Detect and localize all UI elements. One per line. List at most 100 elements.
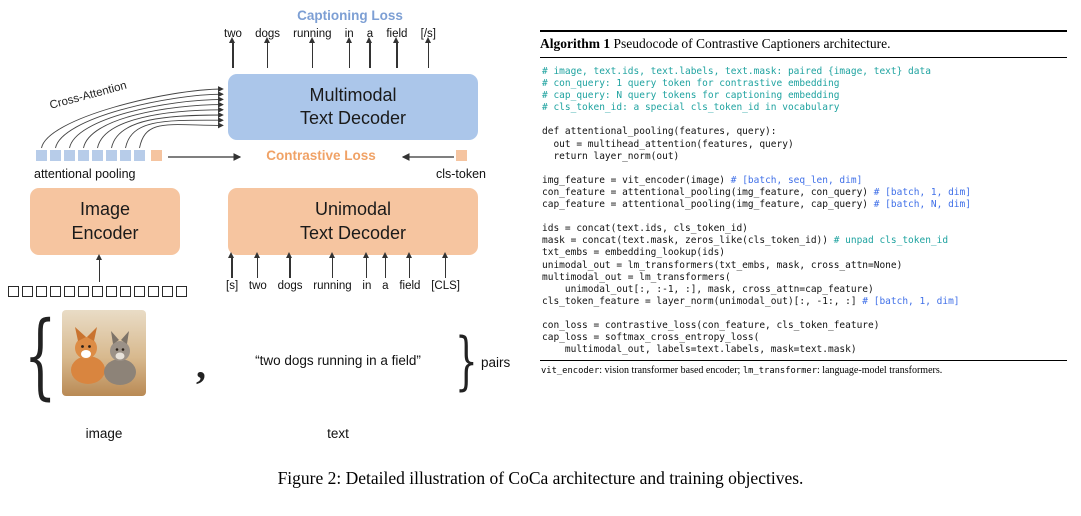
image-patch-square bbox=[36, 286, 47, 297]
code-line: out = multihead_attention(features, quer… bbox=[542, 139, 1067, 151]
up-arrow-icon bbox=[227, 252, 236, 278]
code-text: out = multihead_attention(features, quer… bbox=[542, 138, 794, 150]
box-label-line: Image bbox=[79, 199, 130, 220]
code-comment: # con_query: 1 query token for contrasti… bbox=[542, 78, 840, 90]
code-line: multimodal_out = lm_transformers( bbox=[542, 272, 1067, 284]
token-column: [CLS] bbox=[431, 252, 460, 292]
code-line: # cap_query: N query tokens for captioni… bbox=[542, 90, 1067, 102]
token-label: in bbox=[362, 280, 372, 292]
captioning-loss-label: Captioning Loss bbox=[297, 8, 403, 23]
algorithm-number: Algorithm 1 bbox=[540, 36, 611, 51]
code-text: con_loss = contrastive_loss(con_feature,… bbox=[542, 319, 880, 331]
box-label-line: Text Decoder bbox=[299, 108, 407, 128]
algorithm-box: Algorithm 1 Pseudocode of Contrastive Ca… bbox=[540, 30, 1067, 376]
image-encoder-label: Image Encoder bbox=[71, 198, 138, 244]
image-patch-square bbox=[134, 286, 145, 297]
token-label: in bbox=[344, 28, 354, 40]
token-column: [/s] bbox=[421, 28, 436, 68]
contrastive-loss-label: Contrastive Loss bbox=[266, 148, 376, 163]
code-text: return layer_norm(out) bbox=[542, 150, 680, 162]
up-arrow-icon bbox=[228, 37, 236, 68]
up-arrow-icon bbox=[441, 252, 449, 278]
image-patch-square bbox=[50, 286, 61, 297]
code-line: txt_embs = embedding_lookup(ids) bbox=[542, 247, 1067, 259]
code-text: multimodal_out = lm_transformers( bbox=[542, 271, 731, 283]
code-text: cap_loss = softmax_cross_entropy_loss( bbox=[542, 332, 760, 344]
code-comment: # unpad cls_token_id bbox=[833, 235, 949, 247]
code-line: cls_token_feature = layer_norm(unimodal_… bbox=[542, 296, 1067, 308]
code-text: unimodal_out[:, :-1, :], mask, cross_att… bbox=[542, 283, 874, 295]
image-encoder-box: Image Encoder bbox=[30, 188, 180, 255]
image-label: image bbox=[85, 426, 123, 441]
dog-photo bbox=[62, 310, 146, 396]
image-patch-square bbox=[78, 286, 89, 297]
attentional-pooling-square bbox=[36, 150, 47, 161]
image-patch-square bbox=[22, 286, 33, 297]
up-arrow-icon bbox=[405, 252, 413, 278]
token-column: field bbox=[399, 252, 420, 292]
unimodal-text-decoder-box: Unimodal Text Decoder bbox=[228, 188, 478, 255]
algorithm-code: # image, text.ids, text.labels, text.mas… bbox=[540, 58, 1067, 360]
box-label-line: Text Decoder bbox=[299, 222, 407, 243]
image-patch-square bbox=[162, 286, 173, 297]
token-label: a bbox=[382, 280, 389, 292]
cls-token-square bbox=[456, 150, 467, 161]
up-arrow-icon bbox=[308, 37, 316, 68]
up-arrow-icon bbox=[392, 37, 400, 68]
cross-attention-curve bbox=[125, 117, 224, 149]
code-text: ids = concat(text.ids, cls_token_id) bbox=[542, 223, 748, 235]
pairs-label: pairs bbox=[481, 355, 511, 370]
contrastive-query-square bbox=[151, 150, 162, 161]
attentional-pooling-square bbox=[64, 150, 75, 161]
code-comment: # [batch, seq_len, dim] bbox=[730, 174, 863, 186]
code-line: # image, text.ids, text.labels, text.mas… bbox=[542, 66, 1067, 78]
code-line bbox=[542, 114, 1067, 126]
code-line: def attentional_pooling(features, query)… bbox=[542, 126, 1067, 138]
token-label: dogs bbox=[277, 280, 303, 292]
token-label: running bbox=[313, 280, 352, 292]
code-line bbox=[542, 308, 1067, 320]
code-line: unimodal_out[:, :-1, :], mask, cross_att… bbox=[542, 284, 1067, 296]
code-line bbox=[542, 163, 1067, 175]
token-label: field bbox=[386, 28, 408, 40]
code-line: mask = concat(text.mask, zeros_like(cls_… bbox=[542, 235, 1067, 247]
token-column: running bbox=[313, 252, 352, 292]
code-line: cap_loss = softmax_cross_entropy_loss( bbox=[542, 332, 1067, 344]
token-label: a bbox=[366, 28, 374, 40]
right-brace: } bbox=[455, 324, 478, 398]
token-column: a bbox=[365, 28, 374, 68]
code-text: txt_embs = embedding_lookup(ids) bbox=[542, 247, 726, 259]
token-column: in bbox=[345, 28, 354, 68]
token-label: dogs bbox=[255, 28, 280, 40]
code-text: img_feature = vit_encoder(image) bbox=[542, 174, 731, 186]
code-comment: # [batch, 1, dim] bbox=[873, 186, 971, 198]
token-label: two bbox=[248, 280, 267, 292]
cross-attention-curve bbox=[111, 112, 224, 149]
cls-token-label: cls-token bbox=[435, 167, 487, 181]
attentional-pooling-square bbox=[50, 150, 61, 161]
figure-caption: Figure 2: Detailed illustration of CoCa … bbox=[277, 468, 804, 488]
image-patch-squares bbox=[8, 286, 187, 297]
up-arrow-icon bbox=[263, 37, 271, 68]
code-comment: # cap_query: N query tokens for captioni… bbox=[542, 90, 840, 102]
left-brace: { bbox=[24, 302, 57, 411]
cross-attention-curve bbox=[83, 101, 224, 149]
code-line: unimodal_out = lm_transformers(txt_embs,… bbox=[542, 260, 1067, 272]
image-patch-square bbox=[120, 286, 131, 297]
token-label: [s] bbox=[226, 280, 239, 292]
code-text: def attentional_pooling(features, query)… bbox=[542, 126, 777, 138]
dog-photo-illustration bbox=[62, 310, 146, 396]
attentional-pooling-square bbox=[134, 150, 145, 161]
code-line: con_loss = contrastive_loss(con_feature,… bbox=[542, 320, 1067, 332]
image-patch-square bbox=[8, 286, 19, 297]
footnote-code: lm_transformer bbox=[742, 366, 817, 377]
token-label: [CLS] bbox=[431, 280, 460, 292]
token-column: a bbox=[381, 252, 389, 292]
code-text: cls_token_feature = layer_norm(unimodal_… bbox=[542, 295, 863, 307]
attentional-pooling-squares bbox=[36, 150, 145, 161]
code-text: unimodal_out = lm_transformers(txt_embs,… bbox=[542, 259, 903, 271]
image-patch-square bbox=[92, 286, 103, 297]
